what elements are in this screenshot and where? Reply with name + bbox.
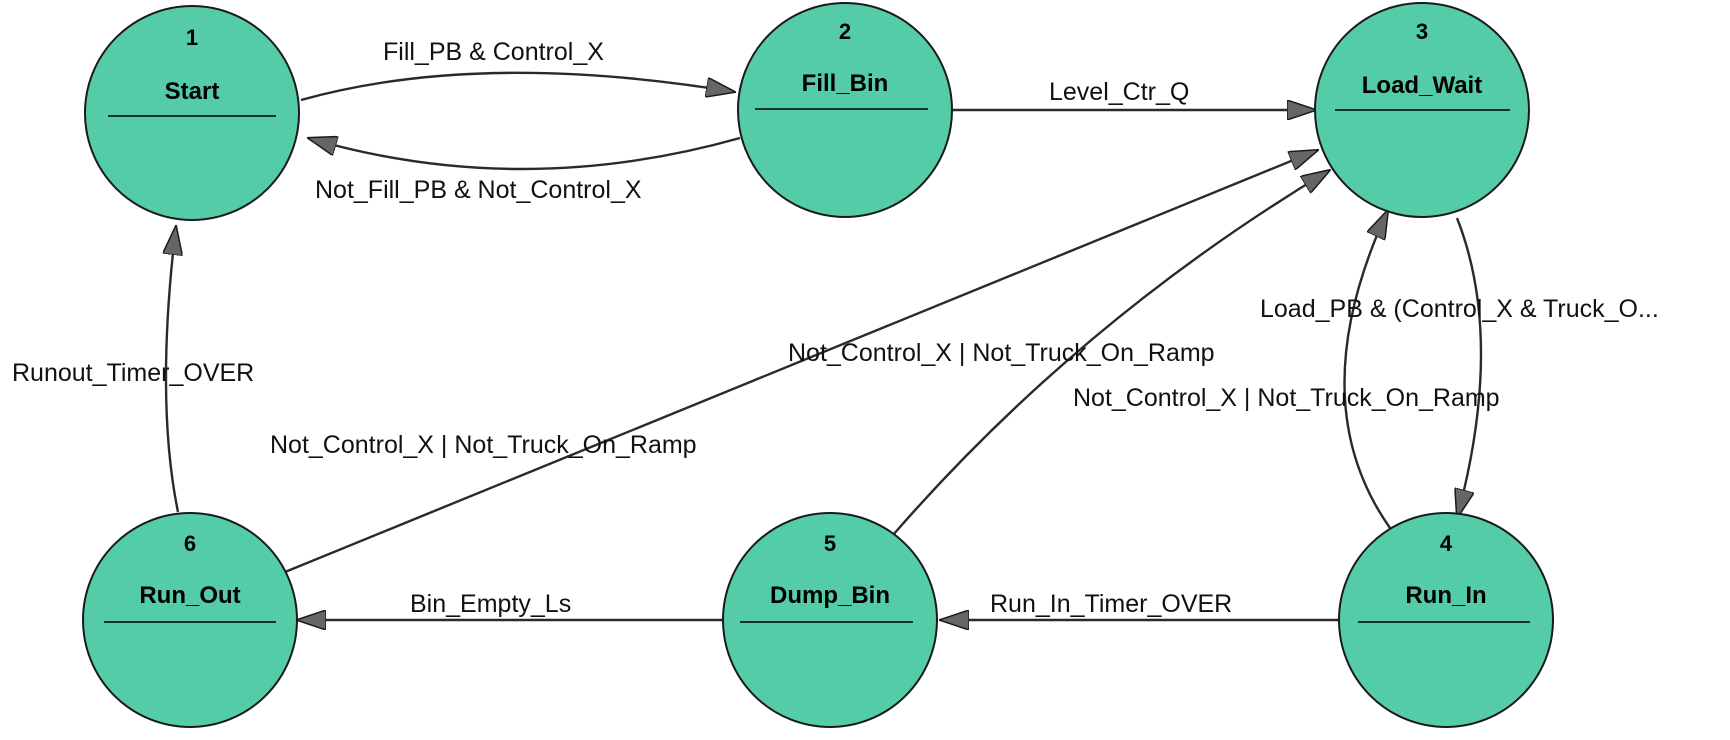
state-name: Start xyxy=(165,78,220,105)
state-circle xyxy=(84,5,300,221)
edge-label-4-to-3: Not_Control_X | Not_Truck_On_Ramp xyxy=(1073,384,1500,412)
state-number: 2 xyxy=(839,19,851,44)
state-name: Run_In xyxy=(1405,582,1486,609)
edge-label-3-to-4: Load_PB & (Control_X & Truck_O... xyxy=(1260,295,1659,323)
state-node-dump-bin: 5 Dump_Bin xyxy=(722,512,938,728)
edge-label-2-to-1: Not_Fill_PB & Not_Control_X xyxy=(315,176,642,204)
state-circle xyxy=(722,512,938,728)
edge-label-6-to-3: Not_Control_X | Not_Truck_On_Ramp xyxy=(270,431,697,459)
state-number: 6 xyxy=(184,531,196,556)
edge-2-to-1 xyxy=(308,138,741,171)
state-node-fill-bin: 2 Fill_Bin xyxy=(737,2,953,218)
state-name: Dump_Bin xyxy=(770,582,890,609)
state-node-start: 1 Start xyxy=(84,5,300,221)
edge-4-to-3 xyxy=(1343,210,1391,529)
state-name: Load_Wait xyxy=(1362,72,1482,99)
edge-1-to-2 xyxy=(300,71,735,102)
edge-label-2-to-3: Level_Ctr_Q xyxy=(1049,78,1189,106)
state-number: 5 xyxy=(824,531,836,556)
state-name: Run_Out xyxy=(139,582,240,609)
edge-label-5-to-6: Bin_Empty_Ls xyxy=(410,590,571,618)
edge-label-5-to-3: Not_Control_X | Not_Truck_On_Ramp xyxy=(788,339,1215,367)
edge-5-to-3 xyxy=(892,170,1330,536)
state-number: 4 xyxy=(1440,531,1453,556)
state-circle xyxy=(737,2,953,218)
state-circle xyxy=(82,512,298,728)
state-circle xyxy=(1338,512,1554,728)
edge-3-to-4 xyxy=(1457,217,1483,518)
state-number: 1 xyxy=(186,25,198,50)
state-name: Fill_Bin xyxy=(802,70,889,97)
edge-label-4-to-5: Run_In_Timer_OVER xyxy=(990,590,1232,618)
edge-label-1-to-2: Fill_PB & Control_X xyxy=(383,38,604,66)
state-node-load-wait: 3 Load_Wait xyxy=(1314,2,1530,218)
state-node-run-out: 6 Run_Out xyxy=(82,512,298,728)
edge-label-6-to-1: Runout_Timer_OVER xyxy=(12,359,254,387)
state-node-run-in: 4 Run_In xyxy=(1338,512,1554,728)
edge-6-to-3 xyxy=(284,150,1318,574)
edge-6-to-1 xyxy=(166,226,178,513)
state-number: 3 xyxy=(1416,19,1428,44)
